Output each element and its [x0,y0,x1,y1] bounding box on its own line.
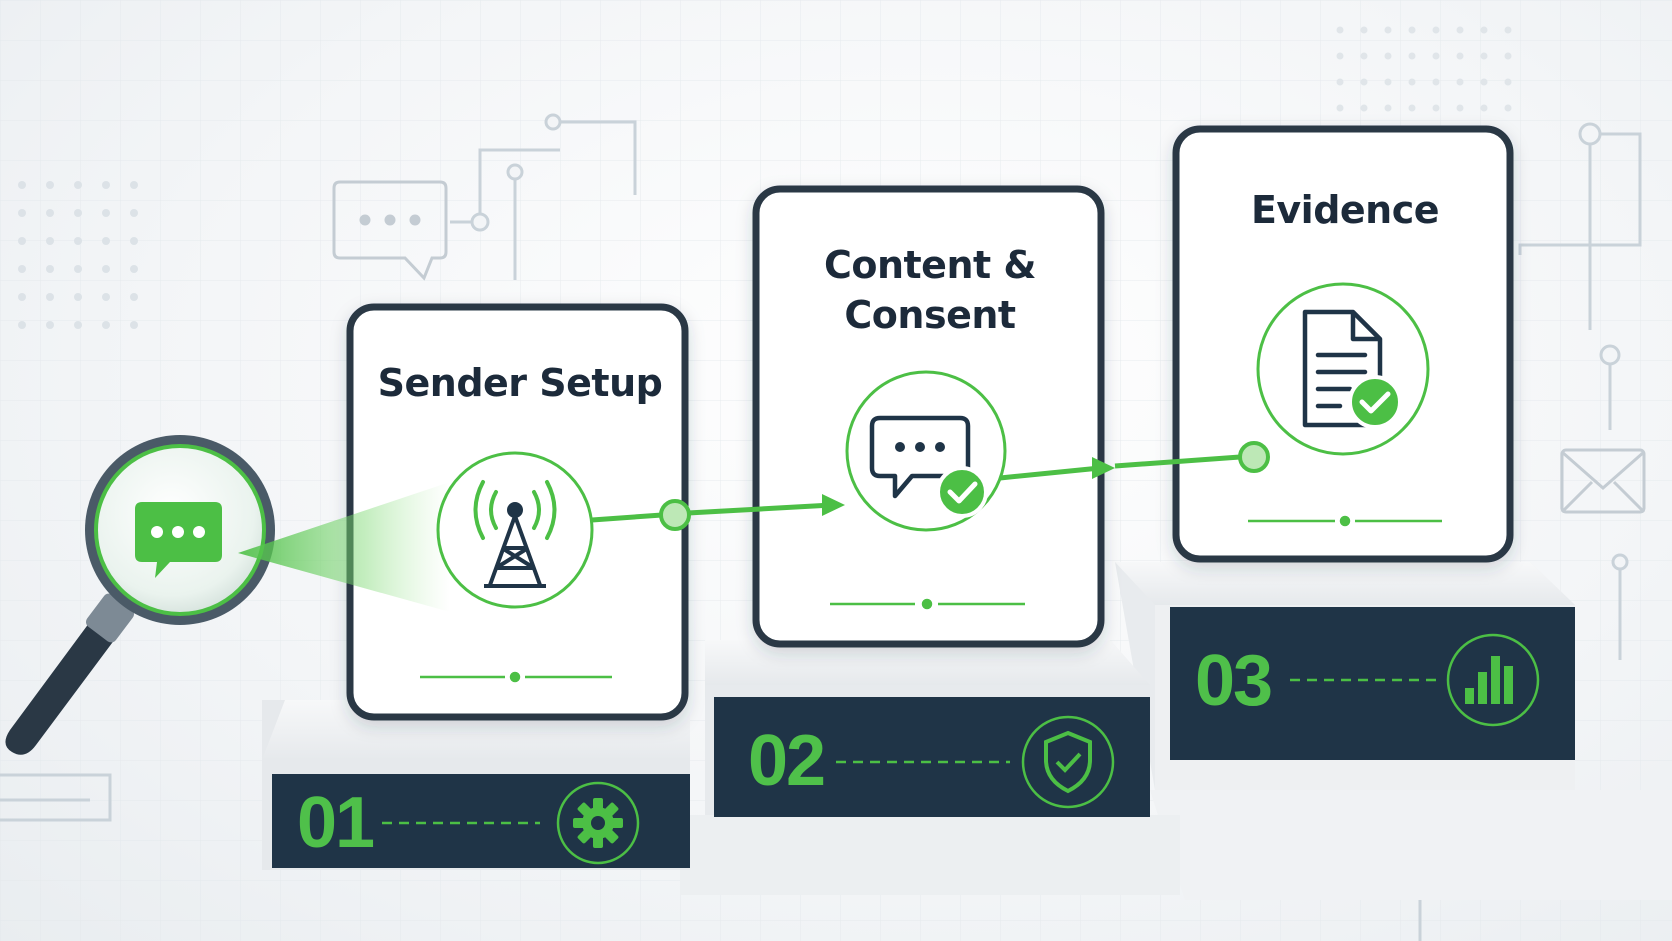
card-footer-lines [420,515,1442,683]
step-01-title-line-1: Sender Setup [377,361,663,405]
cell-tower-icon [436,451,594,609]
gear-icon [573,798,623,848]
chat-check-icon [845,370,1007,532]
shield-check-icon [1044,730,1092,794]
step-03-title-line-1: Evidence [1250,188,1440,232]
flow-connectors [591,441,1270,531]
bar-chart-icon [1465,656,1513,704]
step-01-title: Sender Setup [360,358,680,408]
gear-icon-ring [556,781,640,865]
step-02-title-line-2: Consent [844,293,1016,337]
step-03-title: Evidence [1180,185,1510,235]
envelope-icon [1560,448,1646,514]
scan-beam [238,482,450,612]
magnifier-icon [5,435,275,755]
chat-bubble-icon [332,180,448,281]
step-01-panel [272,774,690,868]
step-03-panel [1170,607,1575,760]
step-02-title-line-1: Content & [823,243,1037,287]
step-02-number: 02 [748,721,826,801]
step-02-title: Content & Consent [760,240,1100,340]
dot-pattern-right [1336,26,1512,112]
step-03-number: 03 [1195,641,1273,721]
step-01-number: 01 [297,783,375,863]
dot-pattern-left [18,181,138,329]
step-02-panel [714,697,1150,817]
magnifier-chat-icon [135,502,222,578]
document-check-icon [1256,282,1430,456]
